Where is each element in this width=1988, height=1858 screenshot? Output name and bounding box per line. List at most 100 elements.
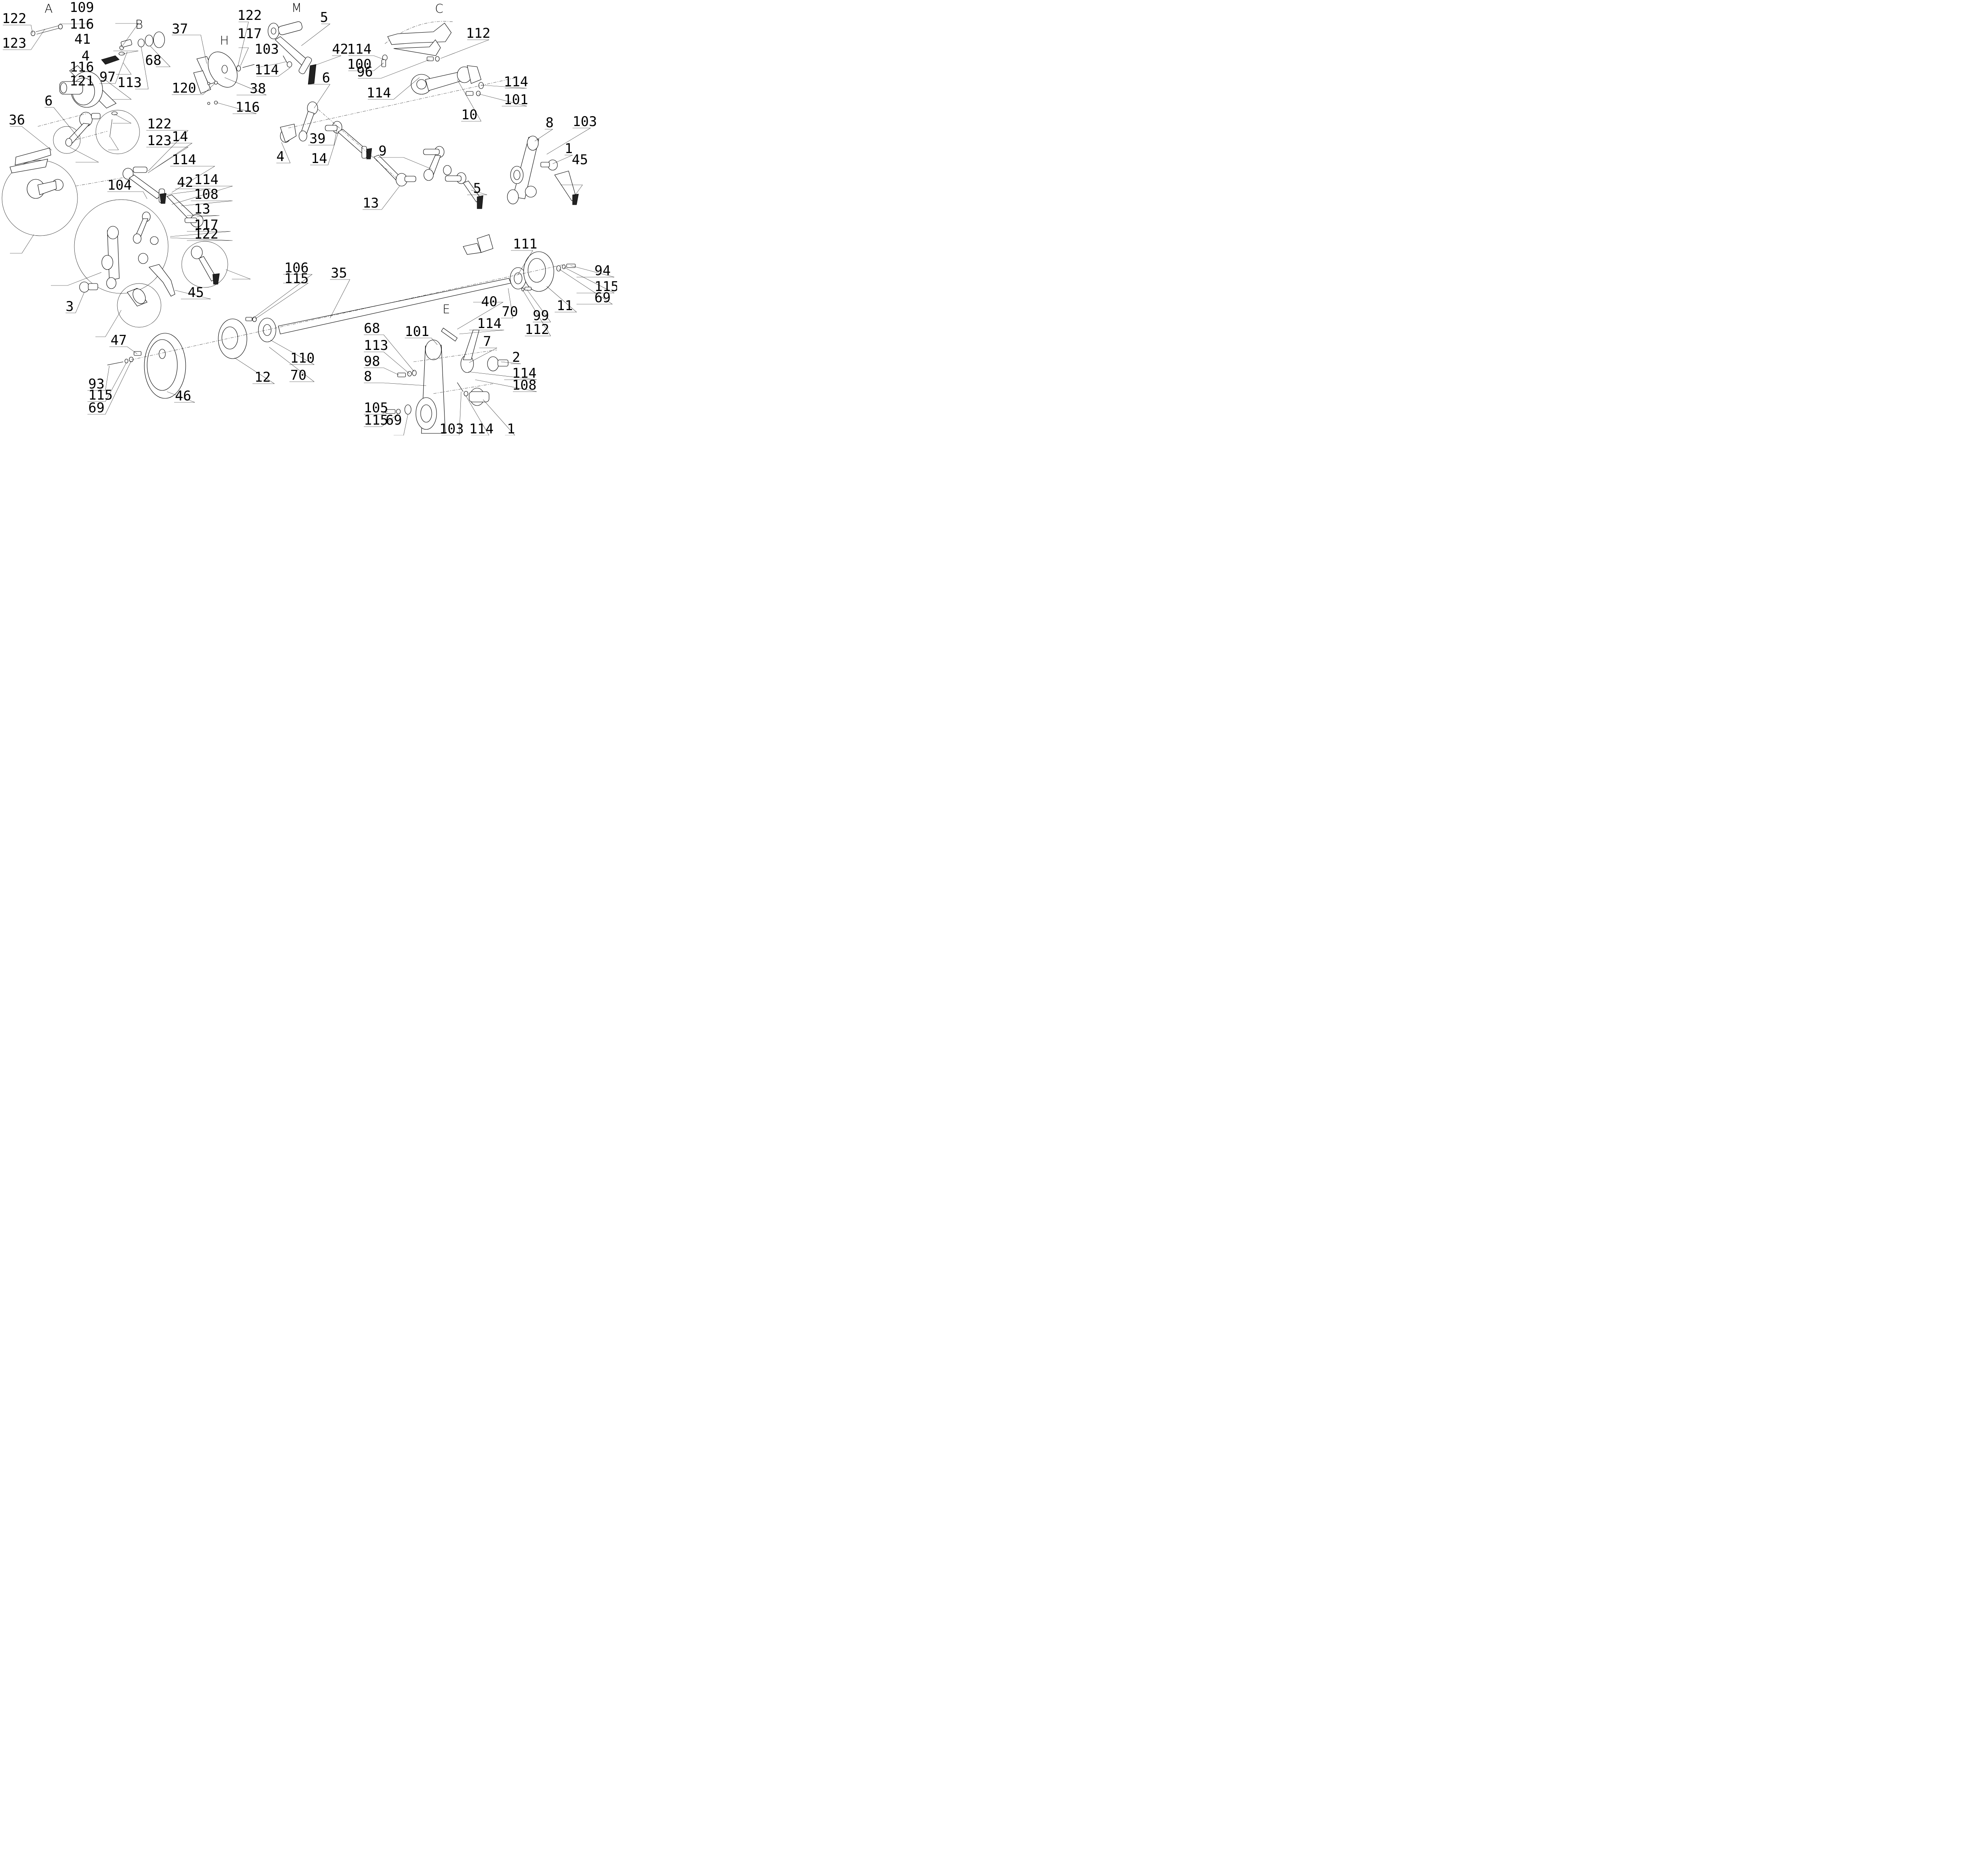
callout-5: 5 — [473, 181, 481, 196]
callout-104: 104 — [107, 177, 132, 193]
callout-69: 69 — [594, 290, 611, 306]
callout-70: 70 — [502, 304, 518, 320]
callout-8: 8 — [364, 369, 372, 384]
main-left-assembly — [10, 112, 128, 199]
callout-97: 97 — [99, 69, 116, 85]
callout-14: 14 — [311, 151, 327, 167]
callout-106: 106 — [284, 260, 309, 276]
callout-7: 7 — [483, 334, 491, 349]
callout-115: 115 — [364, 412, 388, 428]
bolt-93 — [107, 361, 124, 365]
callout-101: 101 — [504, 92, 528, 108]
detail-m-circle — [181, 241, 228, 288]
callout-122: 122 — [147, 116, 171, 132]
detail-a-circle — [95, 110, 140, 154]
callout-115: 115 — [594, 279, 617, 295]
callout-94: 94 — [594, 263, 611, 279]
callout-96: 96 — [357, 64, 373, 80]
detail-label-a: A — [45, 2, 53, 16]
exploded-parts-diagram: A B H M C E — [2, 0, 617, 435]
detail-label-h: H — [220, 34, 229, 48]
washer-122 — [31, 31, 35, 36]
callout-9: 9 — [379, 143, 386, 159]
callout-114: 114 — [477, 316, 501, 332]
shaft-35 — [278, 278, 511, 334]
callout-45: 45 — [572, 152, 588, 168]
callout-120: 120 — [172, 80, 196, 96]
callout-35: 35 — [331, 265, 347, 281]
callout-1: 1 — [565, 141, 573, 157]
callout-113: 113 — [117, 75, 142, 91]
callout-6: 6 — [45, 93, 52, 109]
callout-42: 42 — [177, 175, 193, 190]
right-upper-assembly — [463, 136, 579, 255]
callout-4: 4 — [82, 48, 89, 64]
callout-103: 103 — [254, 41, 279, 57]
bolt-121 — [109, 119, 113, 138]
callout-121: 121 — [70, 73, 94, 89]
callout-11: 11 — [557, 298, 573, 314]
callout-111: 111 — [513, 236, 537, 252]
callout-122: 122 — [194, 226, 218, 242]
detail-b-circle — [53, 126, 81, 154]
callout-100: 100 — [347, 56, 371, 72]
callout-105: 105 — [364, 400, 388, 416]
callout-13: 13 — [194, 201, 210, 217]
callout-122: 122 — [2, 11, 26, 27]
detail-b-assembly — [120, 31, 165, 48]
bushing-3 — [79, 282, 89, 293]
callout-2: 2 — [512, 349, 520, 365]
detail-c-circle — [2, 160, 78, 236]
detail-label-b: B — [135, 18, 143, 32]
callout-99: 99 — [533, 308, 549, 324]
callout-115: 115 — [284, 271, 309, 287]
callout-116: 116 — [70, 16, 94, 32]
callout-5: 5 — [320, 10, 328, 25]
callout-114: 114 — [367, 85, 391, 101]
callout-123: 123 — [2, 35, 26, 51]
detail-label-e: E — [443, 303, 450, 316]
callout-47: 47 — [111, 332, 127, 348]
detail-e-circle-left — [74, 199, 169, 294]
bolt-123 — [35, 25, 60, 32]
callout-109: 109 — [70, 0, 94, 16]
detail-h-circle — [117, 283, 161, 328]
callout-39: 39 — [309, 131, 326, 147]
callout-112: 112 — [466, 25, 490, 41]
callout-123: 123 — [147, 133, 171, 149]
callout-115: 115 — [88, 387, 113, 403]
callout-3: 3 — [66, 299, 74, 315]
callout-98: 98 — [364, 353, 380, 369]
callout-101: 101 — [405, 324, 429, 340]
link-40 — [441, 328, 458, 342]
callout-14: 14 — [172, 129, 188, 145]
callout-117: 117 — [194, 217, 218, 233]
callout-112: 112 — [525, 322, 549, 338]
callout-114: 114 — [469, 421, 493, 435]
callout-116: 116 — [70, 59, 94, 75]
callout-69: 69 — [88, 400, 105, 416]
callout-68: 68 — [145, 52, 161, 68]
callout-13: 13 — [363, 195, 379, 211]
detail-a-assembly — [31, 24, 125, 138]
callout-114: 114 — [504, 74, 528, 90]
callout-114: 114 — [172, 152, 196, 168]
arms-14-13-left — [122, 167, 204, 227]
callout-36: 36 — [9, 112, 25, 128]
detail-h-assembly — [193, 51, 238, 105]
detail-e-left-assembly — [79, 212, 220, 307]
callout-6: 6 — [322, 70, 330, 86]
callout-70: 70 — [290, 367, 307, 383]
callout-108: 108 — [512, 377, 536, 393]
callout-4: 4 — [276, 149, 284, 165]
callout-103: 103 — [439, 421, 464, 435]
plate-41 — [101, 55, 120, 65]
callout-45: 45 — [188, 285, 204, 301]
callout-41: 41 — [74, 31, 91, 47]
callout-69: 69 — [386, 412, 402, 428]
callout-113: 113 — [364, 338, 388, 353]
callout-12: 12 — [254, 369, 271, 385]
detail-m-assembly — [236, 21, 316, 85]
callout-68: 68 — [364, 320, 380, 336]
callout-122: 122 — [237, 8, 262, 23]
